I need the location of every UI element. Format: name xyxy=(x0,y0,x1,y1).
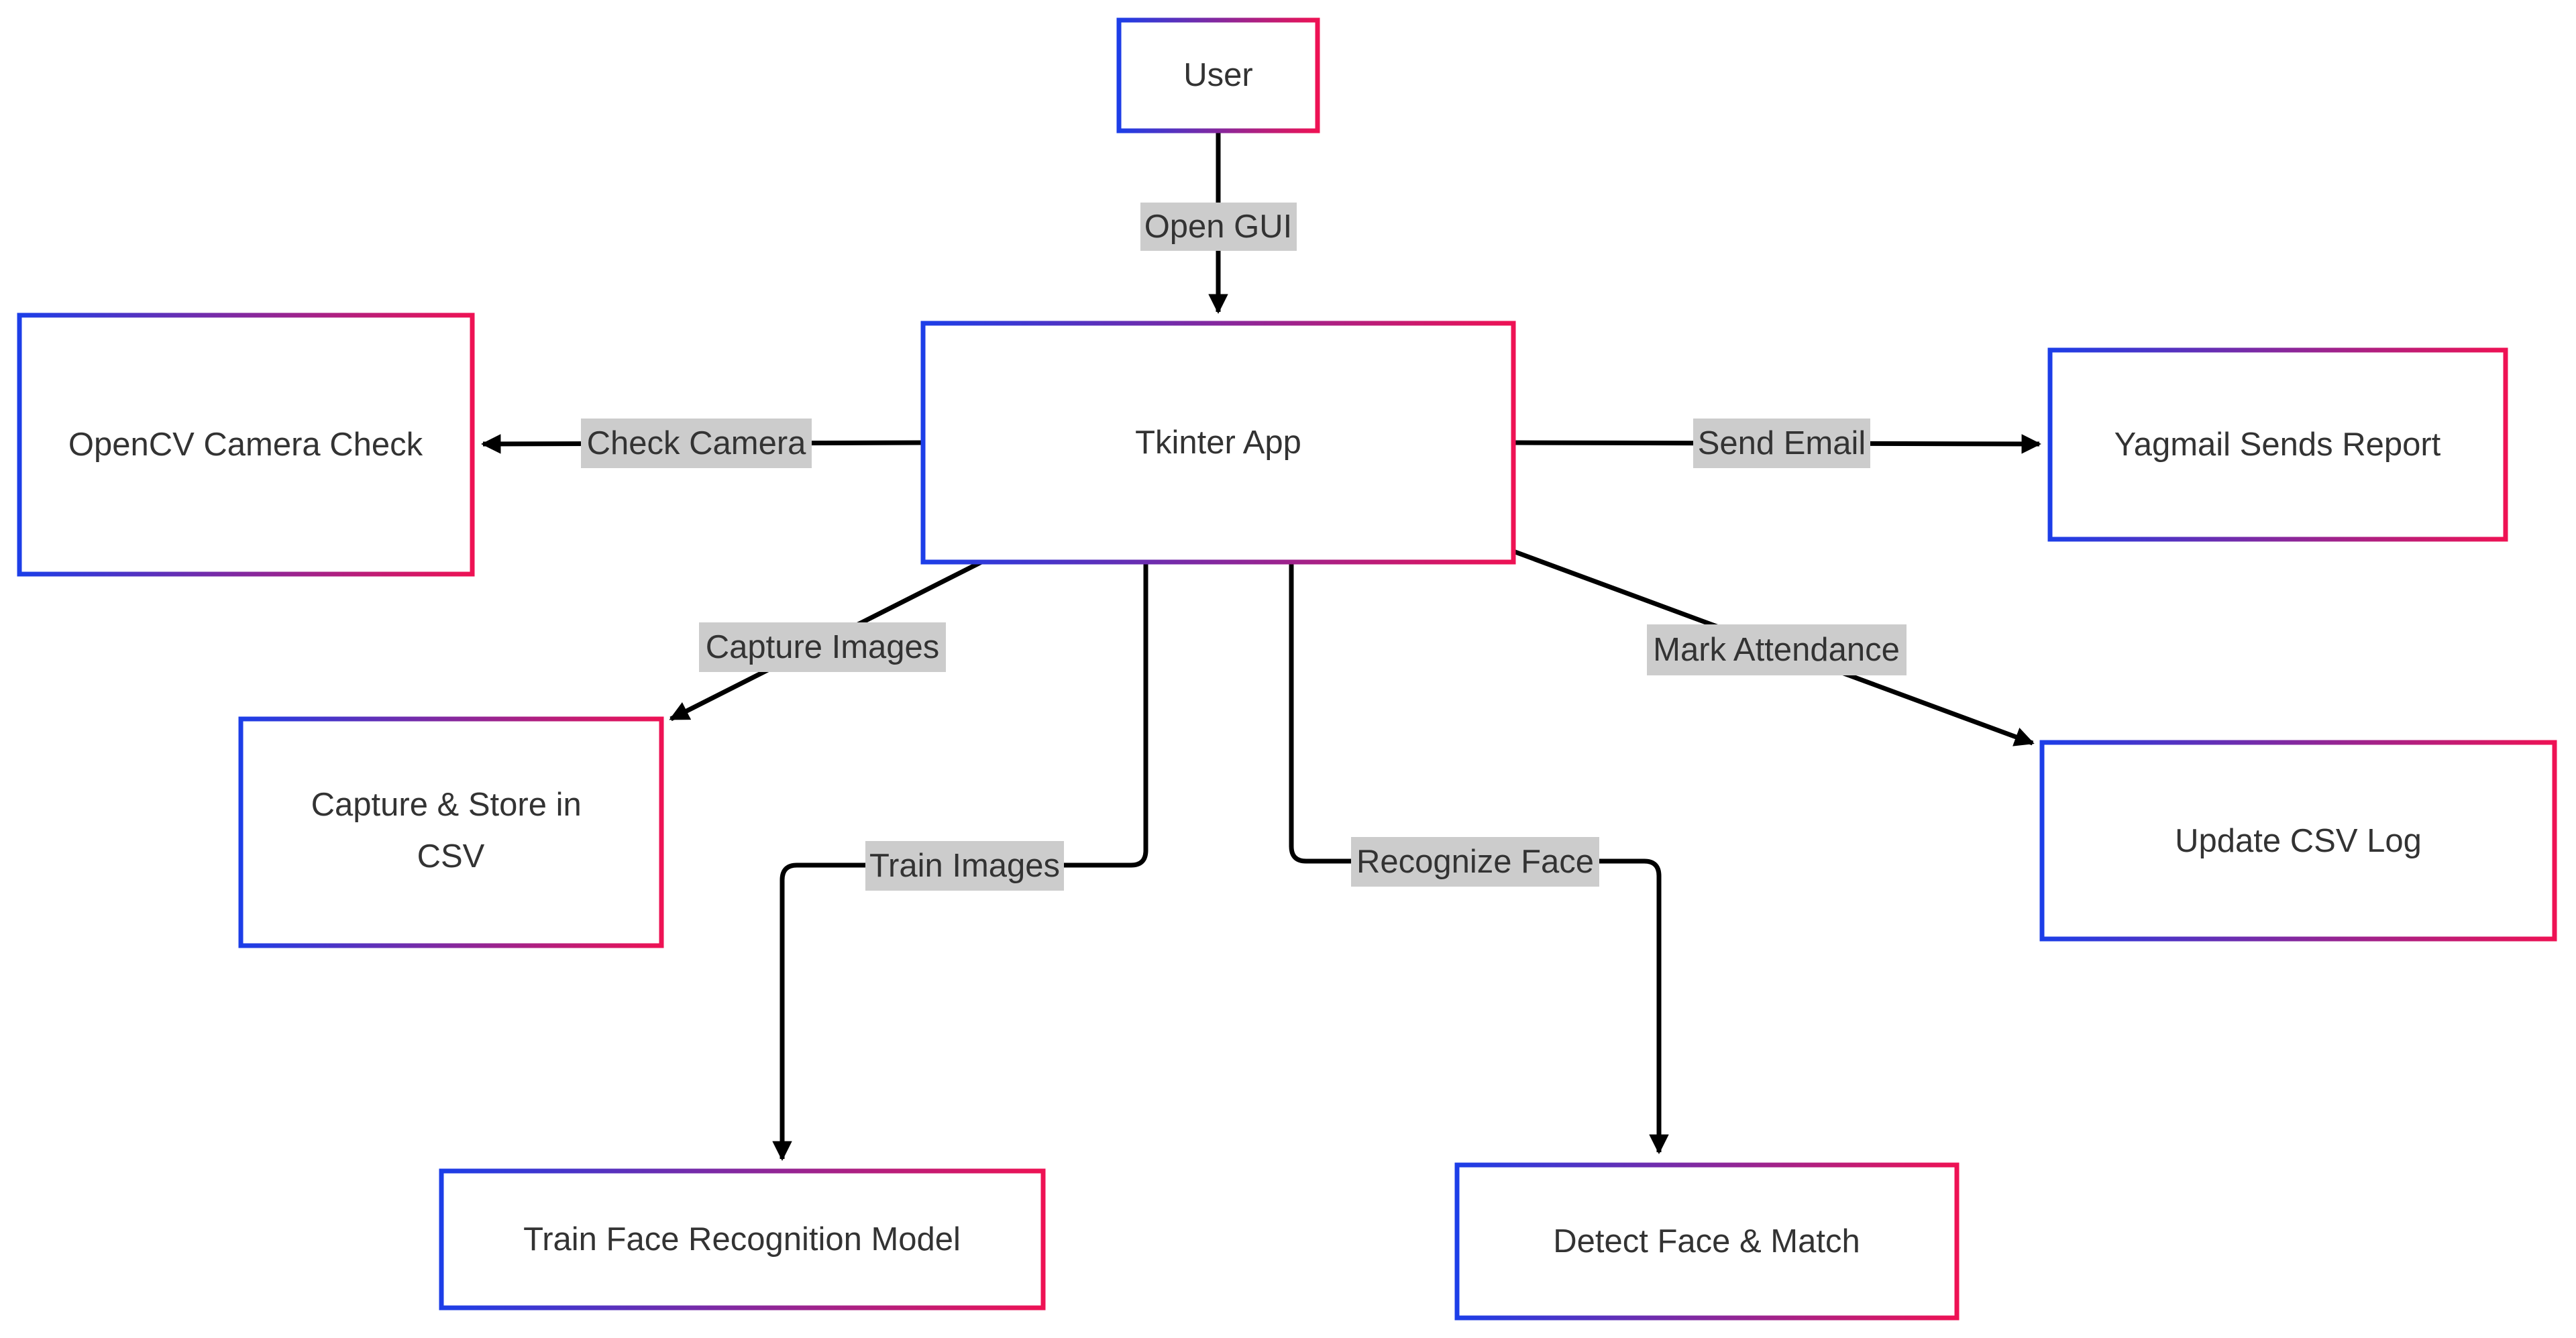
node-label-line: Train Face Recognition Model xyxy=(523,1221,961,1258)
node-label-line: Yagmail Sends Report xyxy=(2114,427,2441,463)
node-label-line: Detect Face & Match xyxy=(1553,1223,1860,1260)
node-label: Capture & Store in CSV xyxy=(311,787,591,875)
node-train-face-recognition-model: Train Face Recognition Model xyxy=(439,1168,1046,1311)
node-box xyxy=(920,321,1516,565)
node-user: User xyxy=(1116,17,1320,133)
node-label-line: CSV xyxy=(417,838,485,875)
node-opencv-camera-check: OpenCV Camera Check xyxy=(17,313,475,577)
edge-label-bg xyxy=(1647,624,1907,675)
node-label-line: User xyxy=(1183,57,1252,93)
node-label: OpenCV Camera Check xyxy=(68,427,423,463)
node-tkinter-app: Tkinter App xyxy=(920,321,1516,565)
node-capture-store-csv: Capture & Store in CSV xyxy=(238,716,664,948)
node-detect-face-match: Detect Face & Match xyxy=(1454,1162,1960,1321)
node-box xyxy=(1116,17,1320,133)
node-box xyxy=(2039,740,2557,942)
node-label: Tkinter App xyxy=(1135,425,1301,461)
edge-label-text: Send Email xyxy=(1698,425,1866,461)
edge-label-bg xyxy=(581,419,812,468)
node-box xyxy=(2047,347,2508,542)
edge-label-bg xyxy=(699,622,946,672)
edge-label-bg xyxy=(1693,419,1870,468)
edge-label-text: Train Images xyxy=(869,848,1060,884)
node-label-line: Capture & Store in xyxy=(311,787,582,823)
edge-label-mark-attendance: Mark Attendance xyxy=(1647,624,1907,675)
node-label: User xyxy=(1183,57,1252,93)
node-box xyxy=(439,1168,1046,1311)
edge-label-text: Capture Images xyxy=(706,629,940,665)
node-label: Update CSV Log xyxy=(2175,823,2422,859)
edge-label-recognize-face: Recognize Face xyxy=(1351,837,1599,887)
node-box xyxy=(238,716,664,948)
node-yagmail-sends-report: Yagmail Sends Report xyxy=(2047,347,2508,542)
node-label-line: OpenCV Camera Check xyxy=(68,427,423,463)
edge-label-capture-images: Capture Images xyxy=(699,622,946,672)
edge-label-train-images: Train Images xyxy=(865,841,1064,891)
edge-label-bg xyxy=(1140,203,1297,251)
edge-label-text: Open GUI xyxy=(1144,209,1293,245)
edge-label-check-camera: Check Camera xyxy=(581,419,812,468)
edge-label-text: Mark Attendance xyxy=(1653,632,1900,668)
node-label-line: Tkinter App xyxy=(1135,425,1301,461)
node-label: Detect Face & Match xyxy=(1553,1223,1860,1260)
edge-label-open-gui: Open GUI xyxy=(1140,203,1297,251)
nodes: User Tkinter App OpenCV Camera Check Yag… xyxy=(17,17,2557,1321)
node-box xyxy=(17,313,475,577)
node-box xyxy=(1454,1162,1960,1321)
edge-label-bg xyxy=(865,841,1064,891)
node-label: Train Face Recognition Model xyxy=(523,1221,961,1258)
edge-label-text: Check Camera xyxy=(587,425,807,461)
edge-label-send-email: Send Email xyxy=(1693,419,1870,468)
edge-label-text: Recognize Face xyxy=(1356,844,1594,880)
node-label-line: Update CSV Log xyxy=(2175,823,2422,859)
edge-labels: Open GUI Check Camera Send Email Capture… xyxy=(581,203,1907,891)
node-update-csv-log: Update CSV Log xyxy=(2039,740,2557,942)
edge-label-bg xyxy=(1351,837,1599,887)
node-label: Yagmail Sends Report xyxy=(2114,427,2441,463)
